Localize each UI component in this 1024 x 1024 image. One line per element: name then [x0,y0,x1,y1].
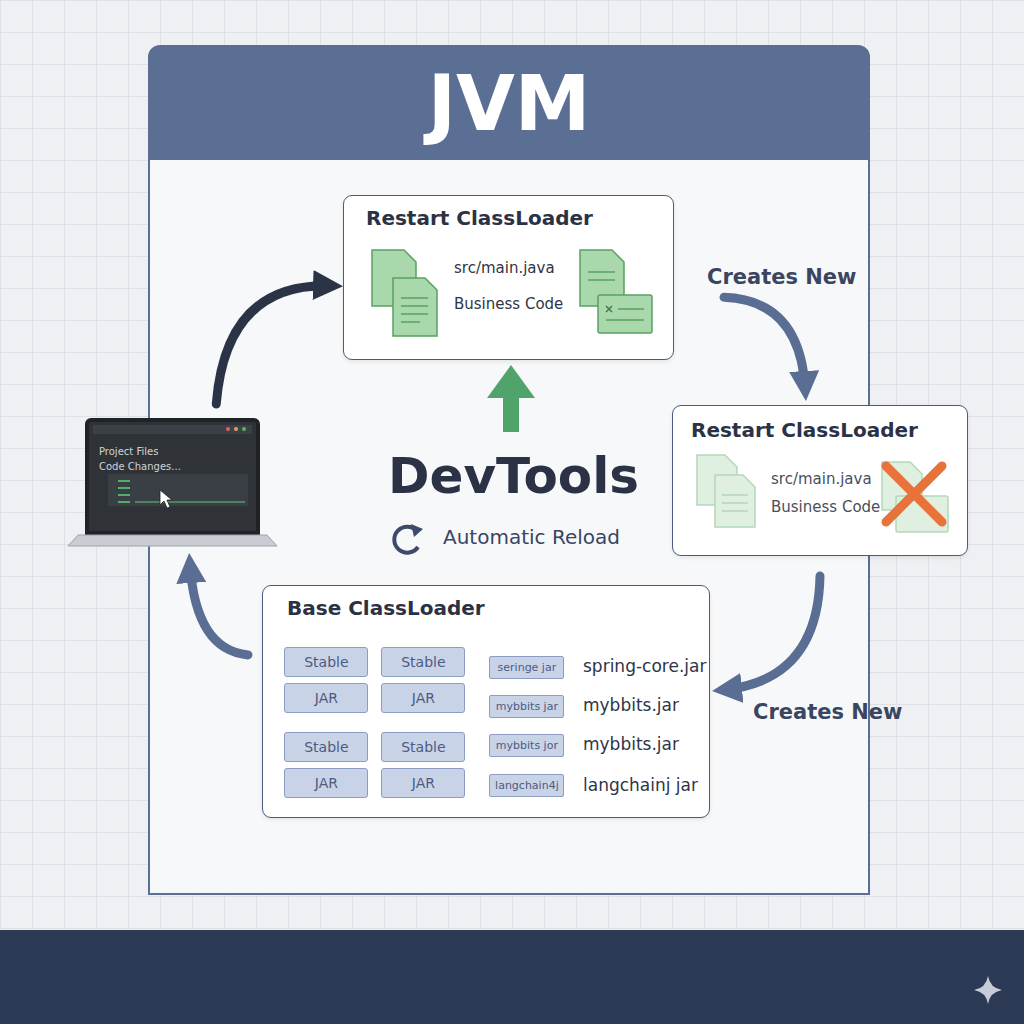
box-title: Restart ClassLoader [691,418,918,442]
chip-label: JAR [285,769,367,797]
footer-band [0,930,1024,1024]
chip-label: JAR [382,684,464,712]
jar-chip: JAR [381,768,465,798]
box-title: Restart ClassLoader [366,206,593,230]
jar-tag: mybbits jor [489,734,564,757]
jar-name: langchainj jar [583,775,698,795]
jar-tag: mybbits jar [489,695,564,718]
classloader-box: Base ClassLoader spring-core.jar mybbits.j… [262,585,710,818]
jar-chip: JAR [284,768,368,798]
code-label: Business Code [771,498,880,516]
chip-label: Stable [382,733,464,761]
jar-name: mybbits.jar [583,734,679,754]
sparkle-mark [974,976,1002,1004]
jar-chip: Stable [284,732,368,762]
chip-label: Stable [382,648,464,676]
chip-label: mybbits jor [490,735,563,756]
jar-chip: Stable [381,732,465,762]
devtools-title: DevTools [388,446,634,506]
jar-name: spring-core.jar [583,656,706,676]
laptop-screen: Project FilesCode Changes... [85,418,260,535]
edge-label: Creates New [753,700,903,725]
jar-name: mybbits.jar [583,695,679,715]
jar-tag: seringe jar [489,656,564,679]
jar-tag: langchain4j [489,774,564,797]
edge-label: Creates New [707,265,857,290]
file-name: src/main.java [771,470,872,488]
classloader-box: Restart ClassLoader src/main.javaBusiness… [672,405,968,556]
jar-chip: JAR [381,683,465,713]
jar-chip: Stable [381,647,465,677]
jar-chip: JAR [284,683,368,713]
screen-text: Code Changes... [99,461,181,473]
chip-label: langchain4j [490,775,563,796]
frame-title: JVM [150,47,868,160]
chip-label: mybbits jar [490,696,563,717]
screen-text: Project Files [99,446,158,458]
classloader-box: Restart ClassLoader src/main.javaBusiness… [343,195,674,360]
box-title: Base ClassLoader [287,596,485,620]
chip-label: seringe jar [490,657,563,678]
chip-label: Stable [285,648,367,676]
reload-caption: Automatic Reload [443,525,620,549]
chip-label: JAR [382,769,464,797]
chip-label: JAR [285,684,367,712]
jar-chip: Stable [284,647,368,677]
file-name: src/main.java [454,259,555,277]
chip-label: Stable [285,733,367,761]
code-label: Business Code [454,295,563,313]
